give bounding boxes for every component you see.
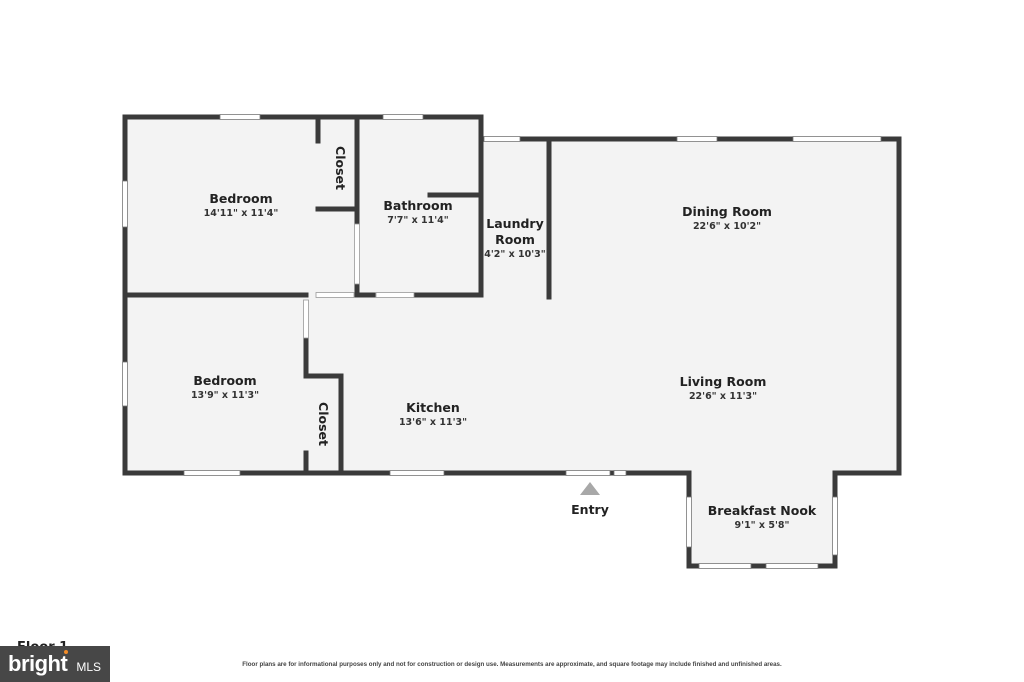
room-name-dining: Dining Room	[682, 204, 772, 219]
room-dims-living: 22'6" x 11'3"	[689, 391, 757, 402]
windows	[122, 114, 882, 569]
floor-label: Floor 1	[17, 640, 68, 646]
room-name-bedroom-2: Bedroom	[193, 373, 256, 388]
room-dims-kitchen: 13'6" x 11'3"	[399, 417, 467, 428]
room-dims-laundry: 4'2" x 10'3"	[484, 249, 546, 260]
entry-label: Entry	[571, 502, 609, 517]
floor-plan: Bedroom 14'11" x 11'4" Bathroom 7'7" x 1…	[122, 114, 902, 569]
room-dims-bathroom: 7'7" x 11'4"	[387, 215, 449, 226]
floor-fill	[125, 117, 899, 566]
room-name-kitchen: Kitchen	[406, 400, 460, 415]
room-name-breakfast-nook: Breakfast Nook	[708, 503, 817, 518]
disclaimer-text: Floor plans are for informational purpos…	[242, 661, 782, 668]
room-dims-bedroom-1: 14'11" x 11'4"	[204, 208, 279, 219]
room-dims-dining: 22'6" x 10'2"	[693, 221, 761, 232]
door-openings	[303, 223, 415, 339]
room-name-laundry-2: Room	[495, 232, 535, 247]
logo-dot-icon	[64, 650, 69, 654]
room-name-bedroom-1: Bedroom	[209, 191, 272, 206]
closet-label-1: Closet	[333, 146, 348, 190]
entry-arrow-icon	[580, 482, 600, 495]
room-dims-breakfast-nook: 9'1" x 5'8"	[735, 520, 790, 531]
logo-wordmark: bright	[8, 651, 68, 676]
bright-mls-logo: bright MLS	[0, 646, 110, 682]
room-name-living: Living Room	[680, 374, 767, 389]
logo-sub: MLS	[76, 659, 102, 674]
room-name-laundry: Laundry	[486, 216, 543, 231]
room-name-bathroom: Bathroom	[383, 198, 452, 213]
closet-label-2: Closet	[316, 402, 331, 446]
room-dims-bedroom-2: 13'9" x 11'3"	[191, 390, 259, 401]
